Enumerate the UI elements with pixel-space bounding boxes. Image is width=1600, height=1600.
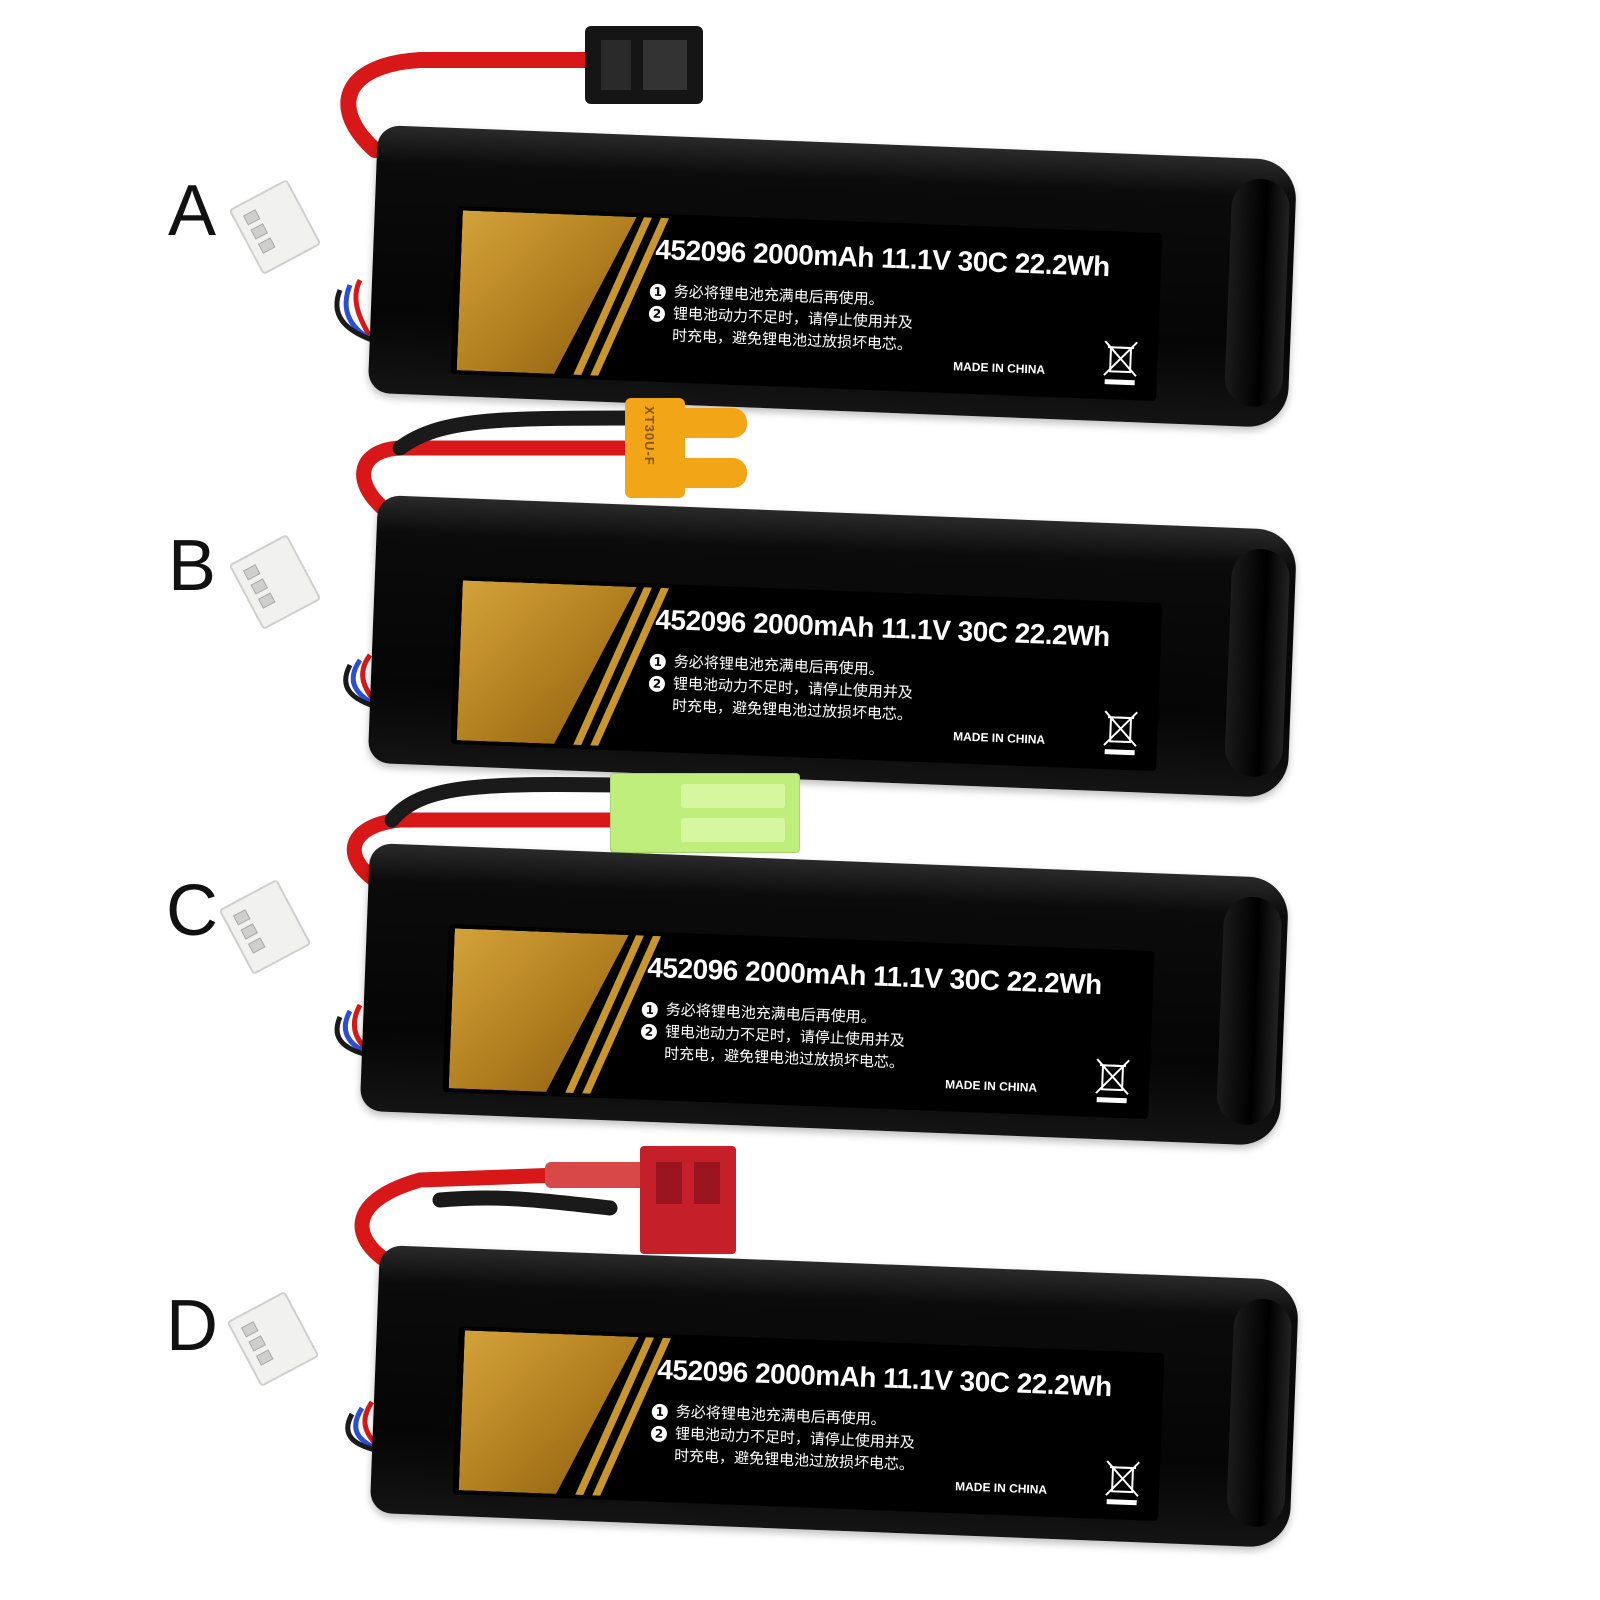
battery-end-cap — [1223, 547, 1291, 778]
crossed-bin-icon — [1095, 1058, 1130, 1104]
main-lead-wires-d — [345, 1167, 618, 1455]
battery-spec-text: 452096 2000mAh 11.1V 30C 22.2Wh — [654, 603, 1111, 653]
option-letter: B — [168, 526, 217, 606]
made-in-text: MADE IN CHINA — [954, 1479, 1048, 1497]
battery-spec-text: 452096 2000mAh 11.1V 30C 22.2Wh — [646, 951, 1103, 1001]
t-plug-connector-icon — [640, 1146, 736, 1254]
xt30-socket — [685, 458, 747, 488]
crossed-bin-icon — [1103, 340, 1138, 386]
battery-end-cap — [1223, 177, 1291, 408]
option-letter: D — [166, 1286, 218, 1366]
made-in-text: MADE IN CHINA — [952, 359, 1046, 377]
sm-connector-icon — [585, 26, 703, 104]
xt30-connector-icon: XT30U-F — [625, 398, 685, 498]
option-letter: C — [166, 871, 218, 951]
xt30-socket — [685, 408, 747, 438]
battery-end-cap — [1225, 1297, 1293, 1528]
main-lead-wires-a — [334, 52, 593, 343]
battery-product-b: XT30U-F B 452096 2000mAh 11.1V 30C 22.2W… — [0, 390, 1600, 799]
heatshrink-sleeve — [545, 1162, 645, 1188]
battery-spec-text: 452096 2000mAh 11.1V 30C 22.2Wh — [656, 1353, 1113, 1403]
crossed-bin-icon — [1105, 1460, 1140, 1506]
option-letter: A — [168, 171, 217, 251]
made-in-text: MADE IN CHINA — [952, 729, 1046, 747]
made-in-text: MADE IN CHINA — [944, 1077, 1038, 1095]
battery-spec-text: 452096 2000mAh 11.1V 30C 22.2Wh — [654, 233, 1111, 283]
tamiya-connector-icon — [610, 773, 800, 853]
battery-end-cap — [1215, 895, 1283, 1126]
crossed-bin-icon — [1103, 710, 1138, 756]
